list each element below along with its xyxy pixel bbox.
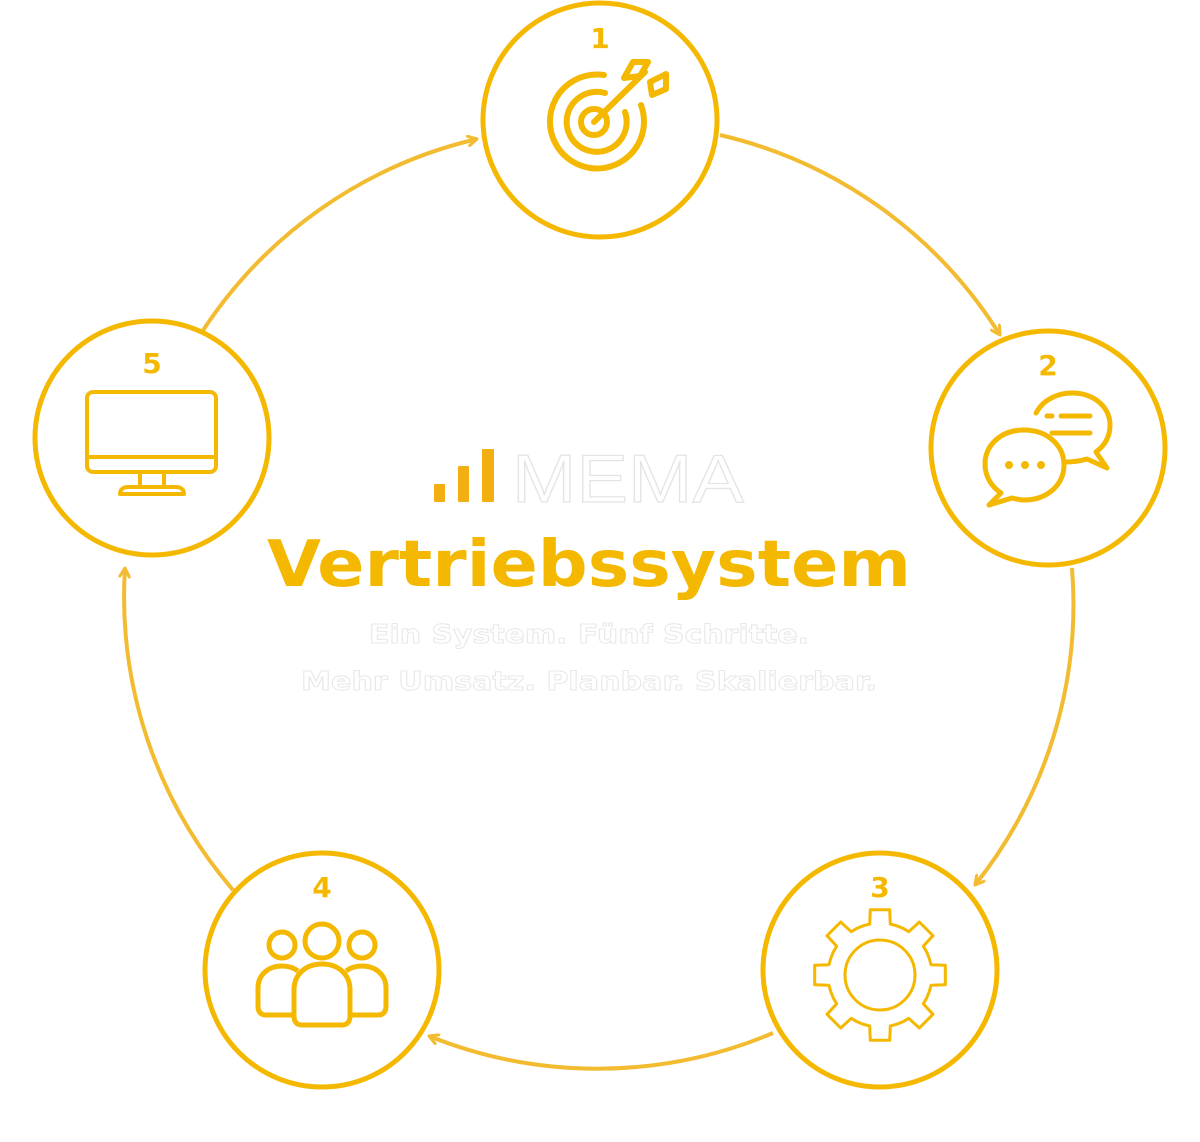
step-3-node: 3 <box>760 850 1000 1090</box>
step-5-circle <box>32 318 272 558</box>
chat-bubbles-icon <box>982 390 1113 508</box>
step-1-number: 1 <box>590 22 609 55</box>
target-arrow-icon <box>546 59 669 172</box>
team-icon <box>255 921 389 1028</box>
step-1-node: 1 <box>480 0 720 240</box>
step-4-circle <box>202 850 442 1090</box>
step-3-circle <box>760 850 1000 1090</box>
brand-wordmark: MEMA <box>512 441 745 517</box>
step-4-node: 4 <box>202 850 442 1090</box>
tagline-line-2: Mehr Umsatz. Planbar. Skalierbar. <box>301 667 877 697</box>
connector-1-to-2 <box>719 133 1002 335</box>
step-3-number: 3 <box>870 871 889 904</box>
step-5-number: 5 <box>142 347 161 380</box>
connector-2-to-3 <box>973 567 1076 885</box>
tagline-line-1: Ein System. Fünf Schritte. <box>369 620 809 650</box>
step-4-number: 4 <box>312 871 331 904</box>
step-5-node: 5 <box>32 318 272 558</box>
step-2-node: 2 <box>928 328 1168 568</box>
monitor-icon <box>85 390 218 496</box>
mema-logo-bars <box>434 449 494 502</box>
connector-5-to-1 <box>198 139 477 337</box>
diagram-title: Vertriebssystem <box>267 528 911 602</box>
gear-icon <box>813 908 947 1042</box>
connector-4-to-5 <box>124 568 235 892</box>
step-2-number: 2 <box>1038 349 1057 382</box>
cycle-connectors <box>124 133 1076 1071</box>
connector-3-to-4 <box>429 1031 774 1071</box>
